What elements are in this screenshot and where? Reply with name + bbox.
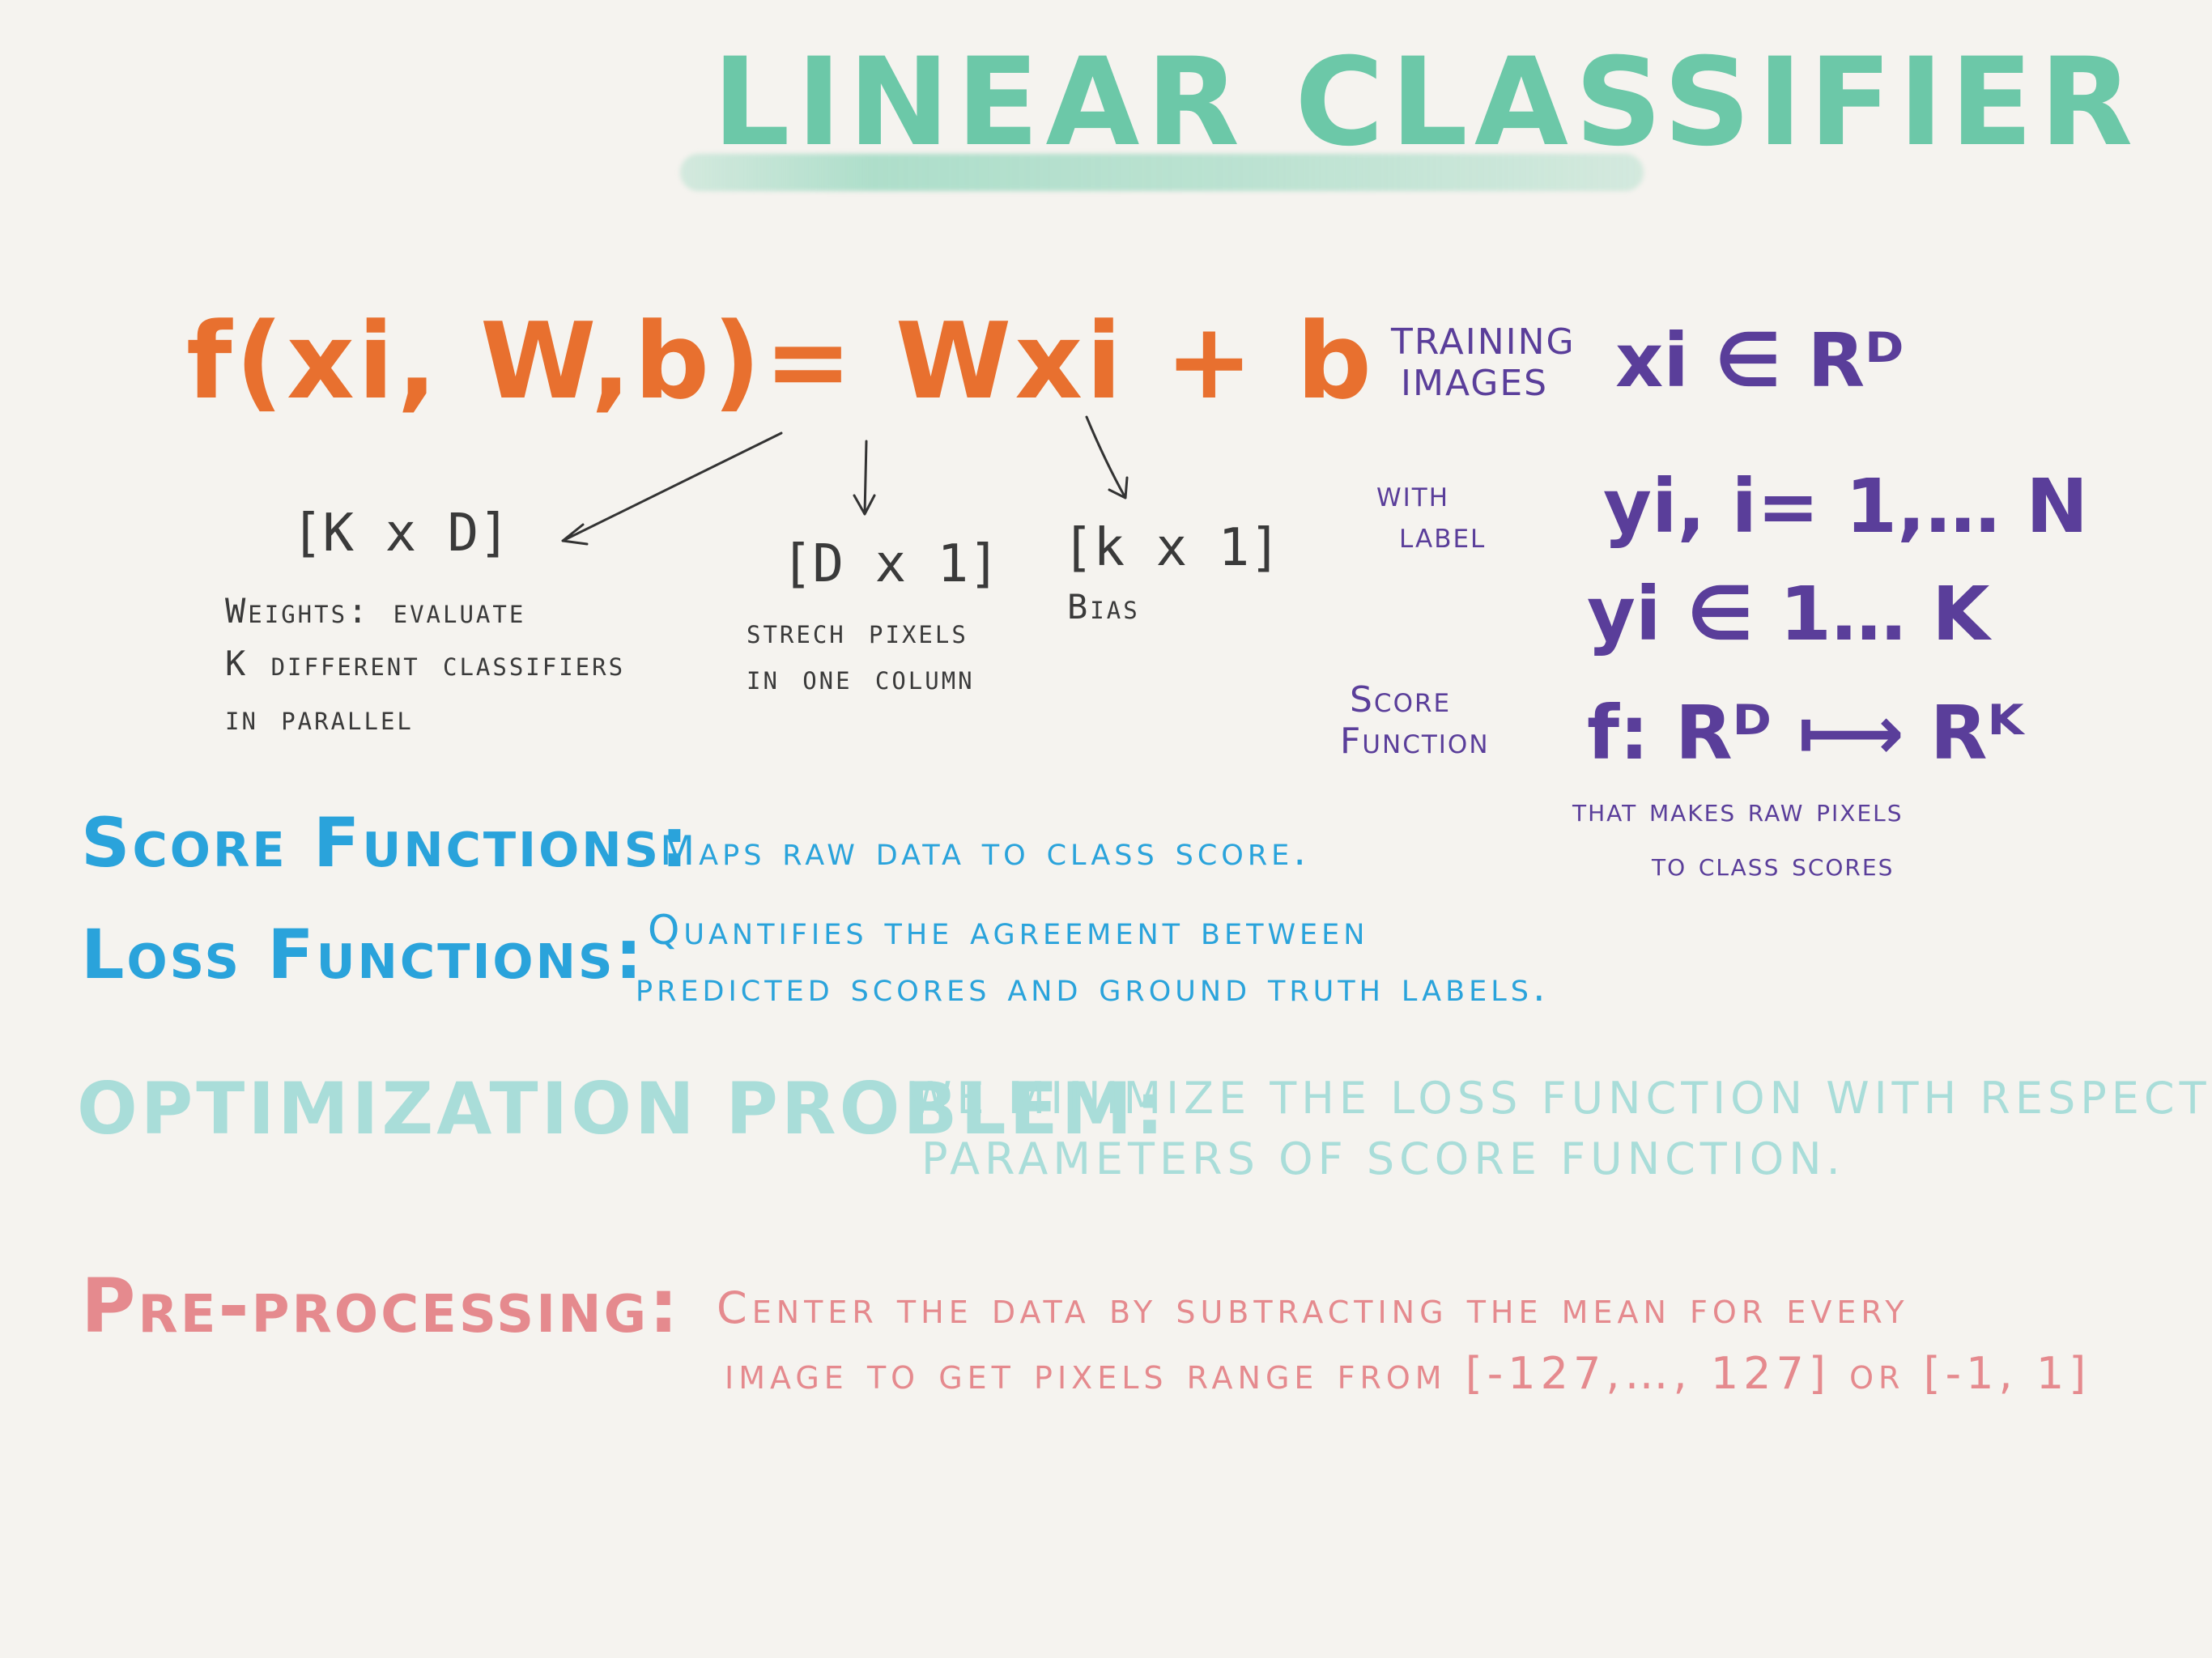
score-desc-line-2: to class scores (1652, 846, 1895, 883)
optimization-text-2: PARAMETERS OF SCORE FUNCTION. (921, 1133, 1845, 1184)
training-math: xi ∈ Rᴰ (1615, 317, 1904, 404)
with-label-line-1: with (1376, 474, 1450, 515)
training-label-line-2: IMAGES (1401, 362, 1549, 404)
pixels-dimension: [D x 1] (781, 534, 1000, 594)
pixels-desc-line-1: strech pixels (747, 611, 968, 651)
page-title: LINEAR CLASSIFIER (713, 32, 2140, 173)
preprocessing-heading: Pre-processing: (81, 1263, 681, 1350)
pixels-arrow (853, 440, 876, 516)
optimization-heading: OPTIMIZATION PROBLEM: (77, 1067, 1168, 1150)
score-label-line-2: Function (1340, 720, 1490, 762)
optimization-text-1: WE MINIMIZE THE LOSS FUNCTION WITH RESPE… (908, 1073, 2212, 1124)
label-math-1: yi, i= 1,… N (1603, 463, 2089, 550)
label-math-2: yi ∈ 1… K (1587, 571, 1990, 657)
bias-arrow (1085, 415, 1129, 500)
linear-formula: f(xi, W,b)= Wxi + b (186, 300, 1376, 423)
with-label-line-2: label (1399, 514, 1487, 556)
training-label-line-1: TRAINING (1391, 321, 1576, 363)
weights-arrow (561, 432, 783, 546)
training-images-label: TRAINING IMAGES (1391, 321, 1576, 404)
weights-desc-line-1: Weights: evaluate (225, 591, 526, 631)
preprocessing-text-1: Center the data by subtracting the mean … (717, 1282, 1909, 1333)
score-function-label: Score Function (1340, 679, 1490, 762)
weights-dimension: [K x D] (291, 504, 510, 563)
score-label-line-1: Score (1350, 679, 1452, 721)
pixels-desc-line-2: in one column (747, 657, 975, 697)
preprocessing-text-2: image to get pixels range from [-127,…, … (725, 1348, 2091, 1399)
bias-desc: Bias (1067, 587, 1140, 627)
score-desc-line-1: that makes raw pixels (1572, 792, 1904, 829)
score-functions-heading: Score Functions: (81, 803, 691, 882)
loss-functions-text-2: predicted scores and ground truth labels… (636, 963, 1550, 1010)
loss-functions-heading: Loss Functions: (81, 915, 645, 994)
score-math: f: Rᴰ ⟼ Rᴷ (1587, 690, 2024, 776)
score-functions-text: Maps raw data to class score. (660, 827, 1311, 874)
weights-desc-line-2: K different classifiers (225, 644, 626, 683)
with-label-label: with label (1376, 474, 1486, 556)
loss-functions-text-1: Quantifies the agreement between (648, 907, 1369, 954)
weights-desc-line-3: in parallel (225, 698, 414, 738)
title-highlight (680, 154, 1644, 191)
bias-dimension: [k x 1] (1062, 518, 1281, 578)
